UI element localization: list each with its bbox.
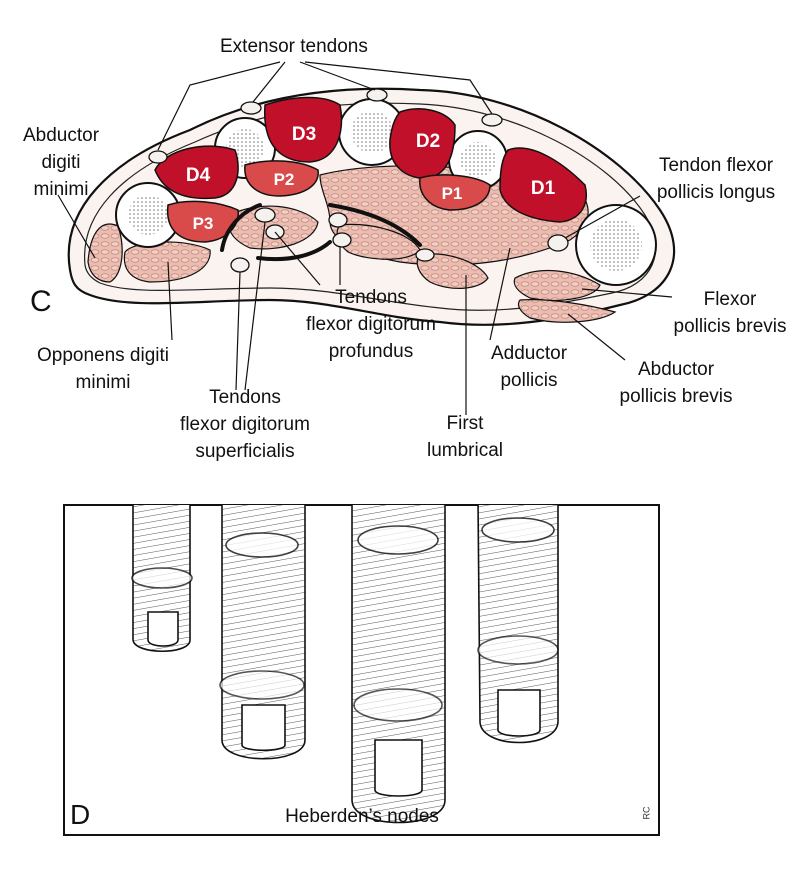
first-lumbrical-muscle [416, 253, 489, 289]
extensor-tendons [148, 88, 503, 164]
abductor-pollicis-brevis-muscle [517, 299, 617, 323]
label-abductor-digiti-minimi: Abductor digiti minimi [22, 125, 100, 200]
finger-index [477, 505, 559, 744]
panel-d-frame [63, 504, 660, 836]
finger-middle [351, 505, 446, 824]
label-tendons-fdp: Tendons flexor digitorum profundus [306, 287, 436, 362]
label-p1: P1 [442, 184, 463, 203]
label-first-lumbrical: First lumbrical [426, 413, 504, 461]
label-extensor-tendons: Extensor tendons [220, 36, 368, 57]
leader-lines [57, 61, 673, 415]
label-d2: D2 [416, 131, 440, 152]
finger-little [131, 505, 193, 653]
dorsal-interosseous-d3 [264, 96, 343, 163]
label-p2: P2 [274, 170, 295, 189]
panel-d-caption: Heberden’s nodes [285, 806, 439, 827]
dorsal-interosseous-d1 [499, 147, 587, 223]
label-d4: D4 [186, 165, 211, 186]
panel-d-letter: D [70, 799, 91, 830]
palmar-interosseous-p1 [419, 174, 491, 211]
palmar-interosseous-p2 [244, 160, 319, 197]
label-tendon-flexor-pollicis-longus: Tendon flexor pollicis longus [656, 155, 776, 203]
label-adductor-pollicis: Adductor pollicis [490, 343, 568, 391]
artist-signature: RC [641, 806, 652, 820]
label-opponens-digiti-minimi: Opponens digiti minimi [36, 345, 170, 393]
label-tendons-fds: Tendons flexor digitorum superficialis [180, 387, 310, 462]
flexor-tendons [230, 207, 569, 273]
panel-c-letter: C [30, 285, 52, 318]
dorsal-interosseous-d4 [154, 145, 239, 200]
abductor-digiti-minimi-muscle [87, 223, 123, 283]
label-flexor-pollicis-brevis: Flexor pollicis brevis [673, 289, 787, 337]
label-d3: D3 [292, 124, 316, 145]
label-p3: P3 [193, 214, 214, 233]
hand-cross-section-diagram: D1 D2 D3 D4 P1 P2 P3 [57, 61, 676, 415]
label-abductor-pollicis-brevis: Abductor pollicis brevis [619, 359, 733, 407]
fascial-septa [220, 203, 422, 262]
flexor-pollicis-brevis-muscle [513, 269, 601, 301]
finger-ring [219, 505, 306, 760]
label-d1: D1 [531, 178, 556, 199]
